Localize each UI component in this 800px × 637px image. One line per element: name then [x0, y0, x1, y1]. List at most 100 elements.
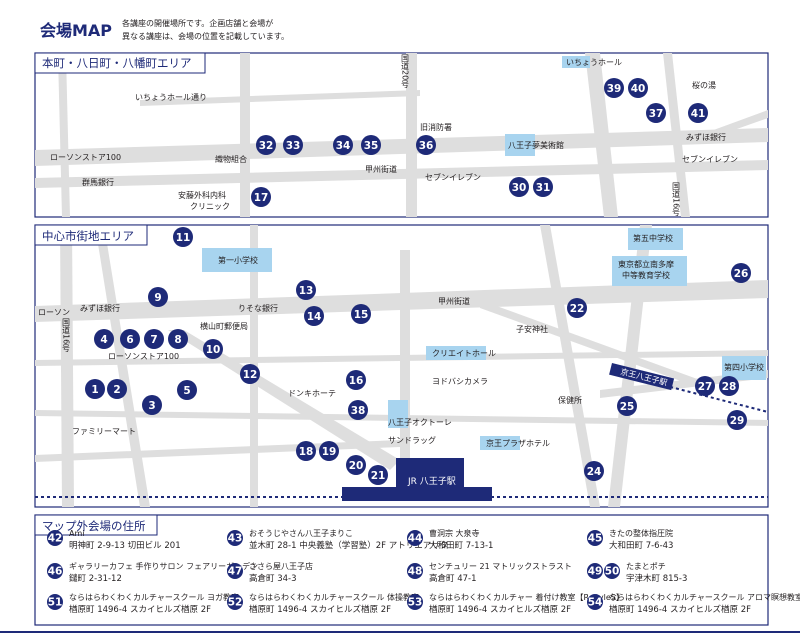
- pin-12[interactable]: 12: [240, 364, 260, 384]
- label-donki: ドンキホーテ: [288, 389, 336, 398]
- label-kyuu-shobou: 旧消防署: [420, 122, 452, 132]
- pin-24[interactable]: 24: [584, 461, 604, 481]
- pin-22[interactable]: 22: [567, 298, 587, 318]
- svg-text:39: 39: [607, 83, 622, 95]
- label-family: ファミリーマート: [72, 427, 136, 436]
- pin-38[interactable]: 38: [348, 400, 368, 420]
- outside-venue-address: 並木町 28-1 中央義塾（学習塾）2F アトリエアリタ: [249, 540, 448, 551]
- svg-text:41: 41: [691, 108, 706, 120]
- pin-13[interactable]: 13: [296, 280, 316, 300]
- label-hokenjo: 保健所: [558, 395, 582, 405]
- pin-17[interactable]: 17: [251, 187, 271, 207]
- label-koku20: 国道20号: [401, 54, 410, 89]
- outside-venue-address: 高倉町 47-1: [429, 573, 477, 584]
- pin-18[interactable]: 18: [296, 441, 316, 461]
- pin-9[interactable]: 9: [148, 287, 168, 307]
- pin-15[interactable]: 15: [351, 304, 371, 324]
- header-desc-2: 異なる講座は、会場の位置を記載しています。: [122, 31, 289, 41]
- pin-5[interactable]: 5: [177, 380, 197, 400]
- svg-text:9: 9: [154, 292, 161, 304]
- pin-31[interactable]: 31: [533, 177, 553, 197]
- pin-6[interactable]: 6: [120, 329, 140, 349]
- svg-text:4: 4: [100, 334, 107, 346]
- pin-4[interactable]: 4: [94, 329, 114, 349]
- pin-40[interactable]: 40: [628, 78, 648, 98]
- outside-venue-address: 鑓町 2-31-12: [69, 573, 122, 584]
- pin-14[interactable]: 14: [304, 306, 324, 326]
- svg-text:30: 30: [512, 182, 527, 194]
- pin-7[interactable]: 7: [144, 329, 164, 349]
- label-yodobashi: ヨドバシカメラ: [432, 377, 488, 386]
- pin-19[interactable]: 19: [319, 441, 339, 461]
- pin-2[interactable]: 2: [107, 379, 127, 399]
- pin-26[interactable]: 26: [731, 263, 751, 283]
- pin-10[interactable]: 10: [203, 339, 223, 359]
- pin-28[interactable]: 28: [719, 376, 739, 396]
- label-orimono: 織物組合: [215, 154, 247, 164]
- label-koushu-n: 甲州街道: [365, 164, 397, 174]
- outside-venue-name: ささら屋八王子店: [249, 561, 313, 571]
- pin-11[interactable]: 11: [173, 227, 193, 247]
- label-hachioji-yume: 八王子夢美術館: [508, 140, 564, 150]
- header-desc-1: 各講座の開催場所です。企画店舗と会場が: [122, 18, 273, 28]
- label-gunma: 群馬銀行: [82, 177, 114, 187]
- pin-8[interactable]: 8: [168, 329, 188, 349]
- label-kuriet: クリエイトホール: [432, 349, 496, 358]
- outside-venue-address: 高倉町 34-3: [249, 573, 297, 584]
- pin-27[interactable]: 27: [695, 376, 715, 396]
- label-yokoyama: 横山町郵便局: [200, 321, 248, 331]
- label-lawson-n: ローソンストア100: [50, 153, 121, 162]
- pin-35[interactable]: 35: [361, 135, 381, 155]
- svg-text:38: 38: [351, 405, 366, 417]
- svg-text:15: 15: [354, 309, 369, 321]
- outside-pin-47: 47: [228, 566, 243, 578]
- pin-39[interactable]: 39: [604, 78, 624, 98]
- label-tokyo-kou-2: 中等教育学校: [622, 270, 670, 280]
- pin-36[interactable]: 36: [416, 135, 436, 155]
- label-clinic: クリニック: [190, 202, 230, 211]
- north-area: 本町・八日町・八幡町エリア いちょうホール通り 国道20号 いちょうホール 桜の…: [34, 52, 769, 218]
- svg-text:2: 2: [113, 384, 120, 396]
- outside-venue-name: たまとポチ: [626, 562, 666, 571]
- pin-1[interactable]: 1: [85, 379, 105, 399]
- pin-41[interactable]: 41: [688, 103, 708, 123]
- outside-venue-name: ギャラリーカフェ 手作りサロン フェアリーガーデン: [69, 561, 258, 571]
- pin-3[interactable]: 3: [142, 395, 162, 415]
- pin-16[interactable]: 16: [346, 370, 366, 390]
- outside-pin-54: 54: [588, 597, 603, 609]
- pin-21[interactable]: 21: [368, 465, 388, 485]
- keio-station-building: [609, 363, 675, 391]
- pin-32[interactable]: 32: [256, 135, 276, 155]
- central-pins: 11 9 13 14 15 4 6 7 8 10 12 16 1 2 5 3 3…: [85, 227, 751, 485]
- label-tokyo-kou-1: 東京都立南多摩: [618, 259, 674, 269]
- jr-station-building: [396, 458, 464, 490]
- svg-text:18: 18: [299, 446, 314, 458]
- pin-29[interactable]: 29: [727, 410, 747, 430]
- outside-pin-43: 43: [228, 533, 243, 545]
- svg-text:26: 26: [734, 268, 749, 280]
- pin-30[interactable]: 30: [509, 177, 529, 197]
- pin-37[interactable]: 37: [646, 103, 666, 123]
- label-anzai: 安藤外科内科: [178, 190, 226, 200]
- pin-33[interactable]: 33: [283, 135, 303, 155]
- pin-20[interactable]: 20: [346, 455, 366, 475]
- pin-25[interactable]: 25: [617, 396, 637, 416]
- pin-34[interactable]: 34: [333, 135, 353, 155]
- svg-text:40: 40: [631, 83, 646, 95]
- central-area: 中心市街地エリア JR 八王子駅 京王八王子駅 第一小学校 第五中学校 東京都立…: [34, 224, 769, 508]
- outside-venue-name: おそうじやさん八王子まりこ: [249, 529, 353, 538]
- outside-pin-50: 50: [605, 566, 620, 578]
